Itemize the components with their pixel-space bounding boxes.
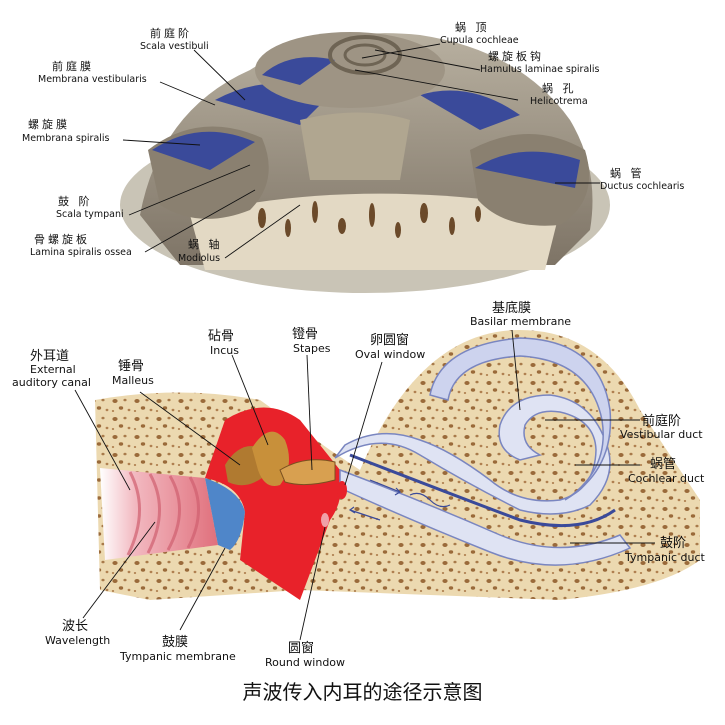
svg-text:前庭阶: 前庭阶 <box>150 26 192 40</box>
svg-text:Oval window: Oval window <box>355 348 425 361</box>
svg-text:Wavelength: Wavelength <box>45 634 110 647</box>
svg-text:骨螺旋板: 骨螺旋板 <box>34 232 90 246</box>
svg-text:Lamina spiralis ossea: Lamina spiralis ossea <box>30 247 132 258</box>
svg-text:Ductus cochlearis: Ductus cochlearis <box>600 181 684 192</box>
svg-text:螺旋板钩: 螺旋板钩 <box>488 49 544 63</box>
svg-text:Membrana vestibularis: Membrana vestibularis <box>38 74 147 85</box>
ear-pathway-illustration <box>95 330 700 600</box>
label-membrana-spiralis: 螺旋膜 Membrana spiralis <box>22 117 110 144</box>
svg-text:鼓 阶: 鼓 阶 <box>58 194 93 208</box>
top-leader-lines <box>122 43 600 259</box>
svg-text:Vestibular duct: Vestibular duct <box>620 428 703 441</box>
svg-text:Helicotrema: Helicotrema <box>530 96 588 107</box>
svg-text:镫骨: 镫骨 <box>292 327 318 342</box>
svg-text:前庭阶: 前庭阶 <box>642 413 681 429</box>
svg-text:前庭膜: 前庭膜 <box>52 59 94 73</box>
svg-text:Scala vestibuli: Scala vestibuli <box>140 41 209 52</box>
figure-caption: 声波传入内耳的途径示意图 <box>242 680 483 704</box>
svg-text:Stapes: Stapes <box>293 342 331 355</box>
svg-text:鼓阶: 鼓阶 <box>660 536 686 551</box>
svg-text:External: External <box>30 363 76 376</box>
svg-text:蜗 孔: 蜗 孔 <box>542 82 577 95</box>
svg-text:Hamulus laminae spiralis: Hamulus laminae spiralis <box>480 64 600 75</box>
svg-text:圆窗: 圆窗 <box>288 640 314 656</box>
svg-text:基底膜: 基底膜 <box>492 300 531 316</box>
svg-text:波长: 波长 <box>62 619 88 634</box>
svg-text:螺旋膜: 螺旋膜 <box>28 117 70 131</box>
svg-text:Modiolus: Modiolus <box>178 253 220 264</box>
svg-text:Membrana spiralis: Membrana spiralis <box>22 133 110 144</box>
svg-text:蜗 顶: 蜗 顶 <box>455 21 490 34</box>
svg-text:锤骨: 锤骨 <box>118 359 144 374</box>
svg-text:Basilar membrane: Basilar membrane <box>470 315 571 328</box>
svg-text:蜗 轴: 蜗 轴 <box>188 237 223 251</box>
svg-text:Incus: Incus <box>210 344 239 357</box>
svg-text:鼓膜: 鼓膜 <box>162 635 188 650</box>
svg-text:外耳道: 外耳道 <box>30 349 69 364</box>
svg-text:Scala tympani: Scala tympani <box>56 209 124 220</box>
cochlea-cross-section <box>120 32 610 293</box>
svg-text:Malleus: Malleus <box>112 374 154 387</box>
svg-text:卵圆窗: 卵圆窗 <box>370 332 409 348</box>
svg-text:蜗管: 蜗管 <box>650 456 676 472</box>
svg-text:Tympanic membrane: Tympanic membrane <box>119 650 236 663</box>
svg-text:Cupula cochleae: Cupula cochleae <box>440 35 519 46</box>
svg-text:砧骨: 砧骨 <box>208 329 234 344</box>
svg-text:Tympanic duct: Tympanic duct <box>624 551 706 564</box>
svg-text:Cochlear duct: Cochlear duct <box>628 472 705 485</box>
svg-text:Round window: Round window <box>265 656 345 669</box>
bottom-leader-lines <box>74 329 655 641</box>
label-modiolus: 蜗 轴 Modiolus <box>178 237 223 264</box>
svg-text:auditory canal: auditory canal <box>12 376 91 389</box>
svg-text:蜗 管: 蜗 管 <box>610 166 645 180</box>
